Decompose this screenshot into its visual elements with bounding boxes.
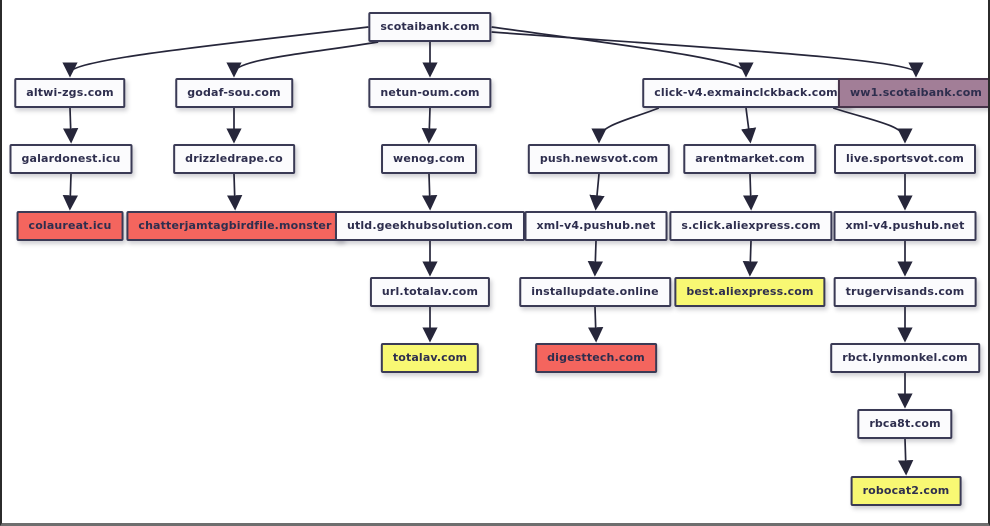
domain-node-godaf-sou: godaf-sou.com bbox=[175, 78, 293, 108]
domain-node-push-newsvot: push.newsvot.com bbox=[527, 144, 671, 174]
edge-netun-oum-to-wenog bbox=[421, 107, 437, 144]
domain-node-click-v4: click-v4.exmainclckback.com bbox=[642, 78, 850, 108]
domain-node-installupdate: installupdate.online bbox=[519, 277, 671, 307]
edge-altwi-zgs-to-galardonest bbox=[63, 107, 79, 144]
domain-node-arentmarket: arentmarket.com bbox=[683, 144, 817, 174]
edge-galardonest-to-colaureat bbox=[62, 173, 78, 211]
domain-node-rbct-lynmonkel: rbct.lynmonkel.com bbox=[830, 343, 980, 373]
domain-node-xml-v4-pushub-b: xml-v4.pushub.net bbox=[833, 211, 977, 241]
edge-s-click-aliexpress-to-best-aliexpress bbox=[742, 240, 758, 277]
edge-push-newsvot-to-xml-v4-pushub-a bbox=[589, 173, 605, 211]
edge-click-v4-to-arentmarket bbox=[741, 107, 757, 144]
edge-drizzledrape-to-chatterjam bbox=[227, 173, 243, 211]
edge-installupdate-to-digesttech bbox=[588, 306, 604, 343]
domain-node-xml-v4-pushub-a: xml-v4.pushub.net bbox=[524, 211, 668, 241]
domain-node-drizzledrape: drizzledrape.co bbox=[173, 144, 295, 174]
domain-node-robocat2: robocat2.com bbox=[850, 476, 962, 506]
domain-node-rbca8t: rbca8t.com bbox=[857, 409, 953, 439]
domain-node-galardonest: galardonest.icu bbox=[9, 144, 133, 174]
domain-node-chatterjam: chatterjamtagbirdfile.monster bbox=[126, 211, 344, 241]
domain-node-totalav: totalav.com bbox=[380, 343, 480, 373]
edge-scotaibank-to-click-v4 bbox=[491, 26, 754, 78]
edge-arentmarket-to-s-click-aliexpress bbox=[743, 173, 759, 211]
domain-node-scotaibank: scotaibank.com bbox=[368, 12, 492, 42]
edge-scotaibank-to-altwi-zgs bbox=[62, 26, 369, 78]
edge-wenog-to-utld-geekhub bbox=[422, 173, 438, 211]
domain-node-best-aliexpress: best.aliexpress.com bbox=[674, 277, 826, 307]
edge-click-v4-to-push-newsvot bbox=[591, 107, 660, 144]
domain-node-netun-oum: netun-oum.com bbox=[368, 78, 492, 108]
domain-node-utld-geekhub: utld.geekhubsolution.com bbox=[334, 211, 526, 241]
edge-rbca8t-to-robocat2 bbox=[898, 438, 914, 476]
domain-node-trugervisands: trugervisands.com bbox=[833, 277, 977, 307]
domain-node-colaureat: colaureat.icu bbox=[16, 211, 124, 241]
domain-node-ww1-scotaibank: ww1.scotaibank.com bbox=[837, 78, 990, 108]
domain-node-wenog: wenog.com bbox=[381, 144, 477, 174]
domain-node-live-sportsvot: live.sportsvot.com bbox=[834, 144, 976, 174]
edge-scotaibank-to-godaf-sou bbox=[226, 41, 379, 78]
edge-xml-v4-pushub-a-to-installupdate bbox=[587, 240, 603, 277]
domain-node-url-totalav: url.totalav.com bbox=[369, 277, 491, 307]
edge-scotaibank-to-ww1-scotaibank bbox=[491, 31, 924, 78]
domain-node-digesttech: digesttech.com bbox=[535, 343, 657, 373]
domain-node-altwi-zgs: altwi-zgs.com bbox=[14, 78, 126, 108]
edge-click-v4-to-live-sportsvot bbox=[832, 107, 913, 144]
domain-node-s-click-aliexpress: s.click.aliexpress.com bbox=[669, 211, 833, 241]
